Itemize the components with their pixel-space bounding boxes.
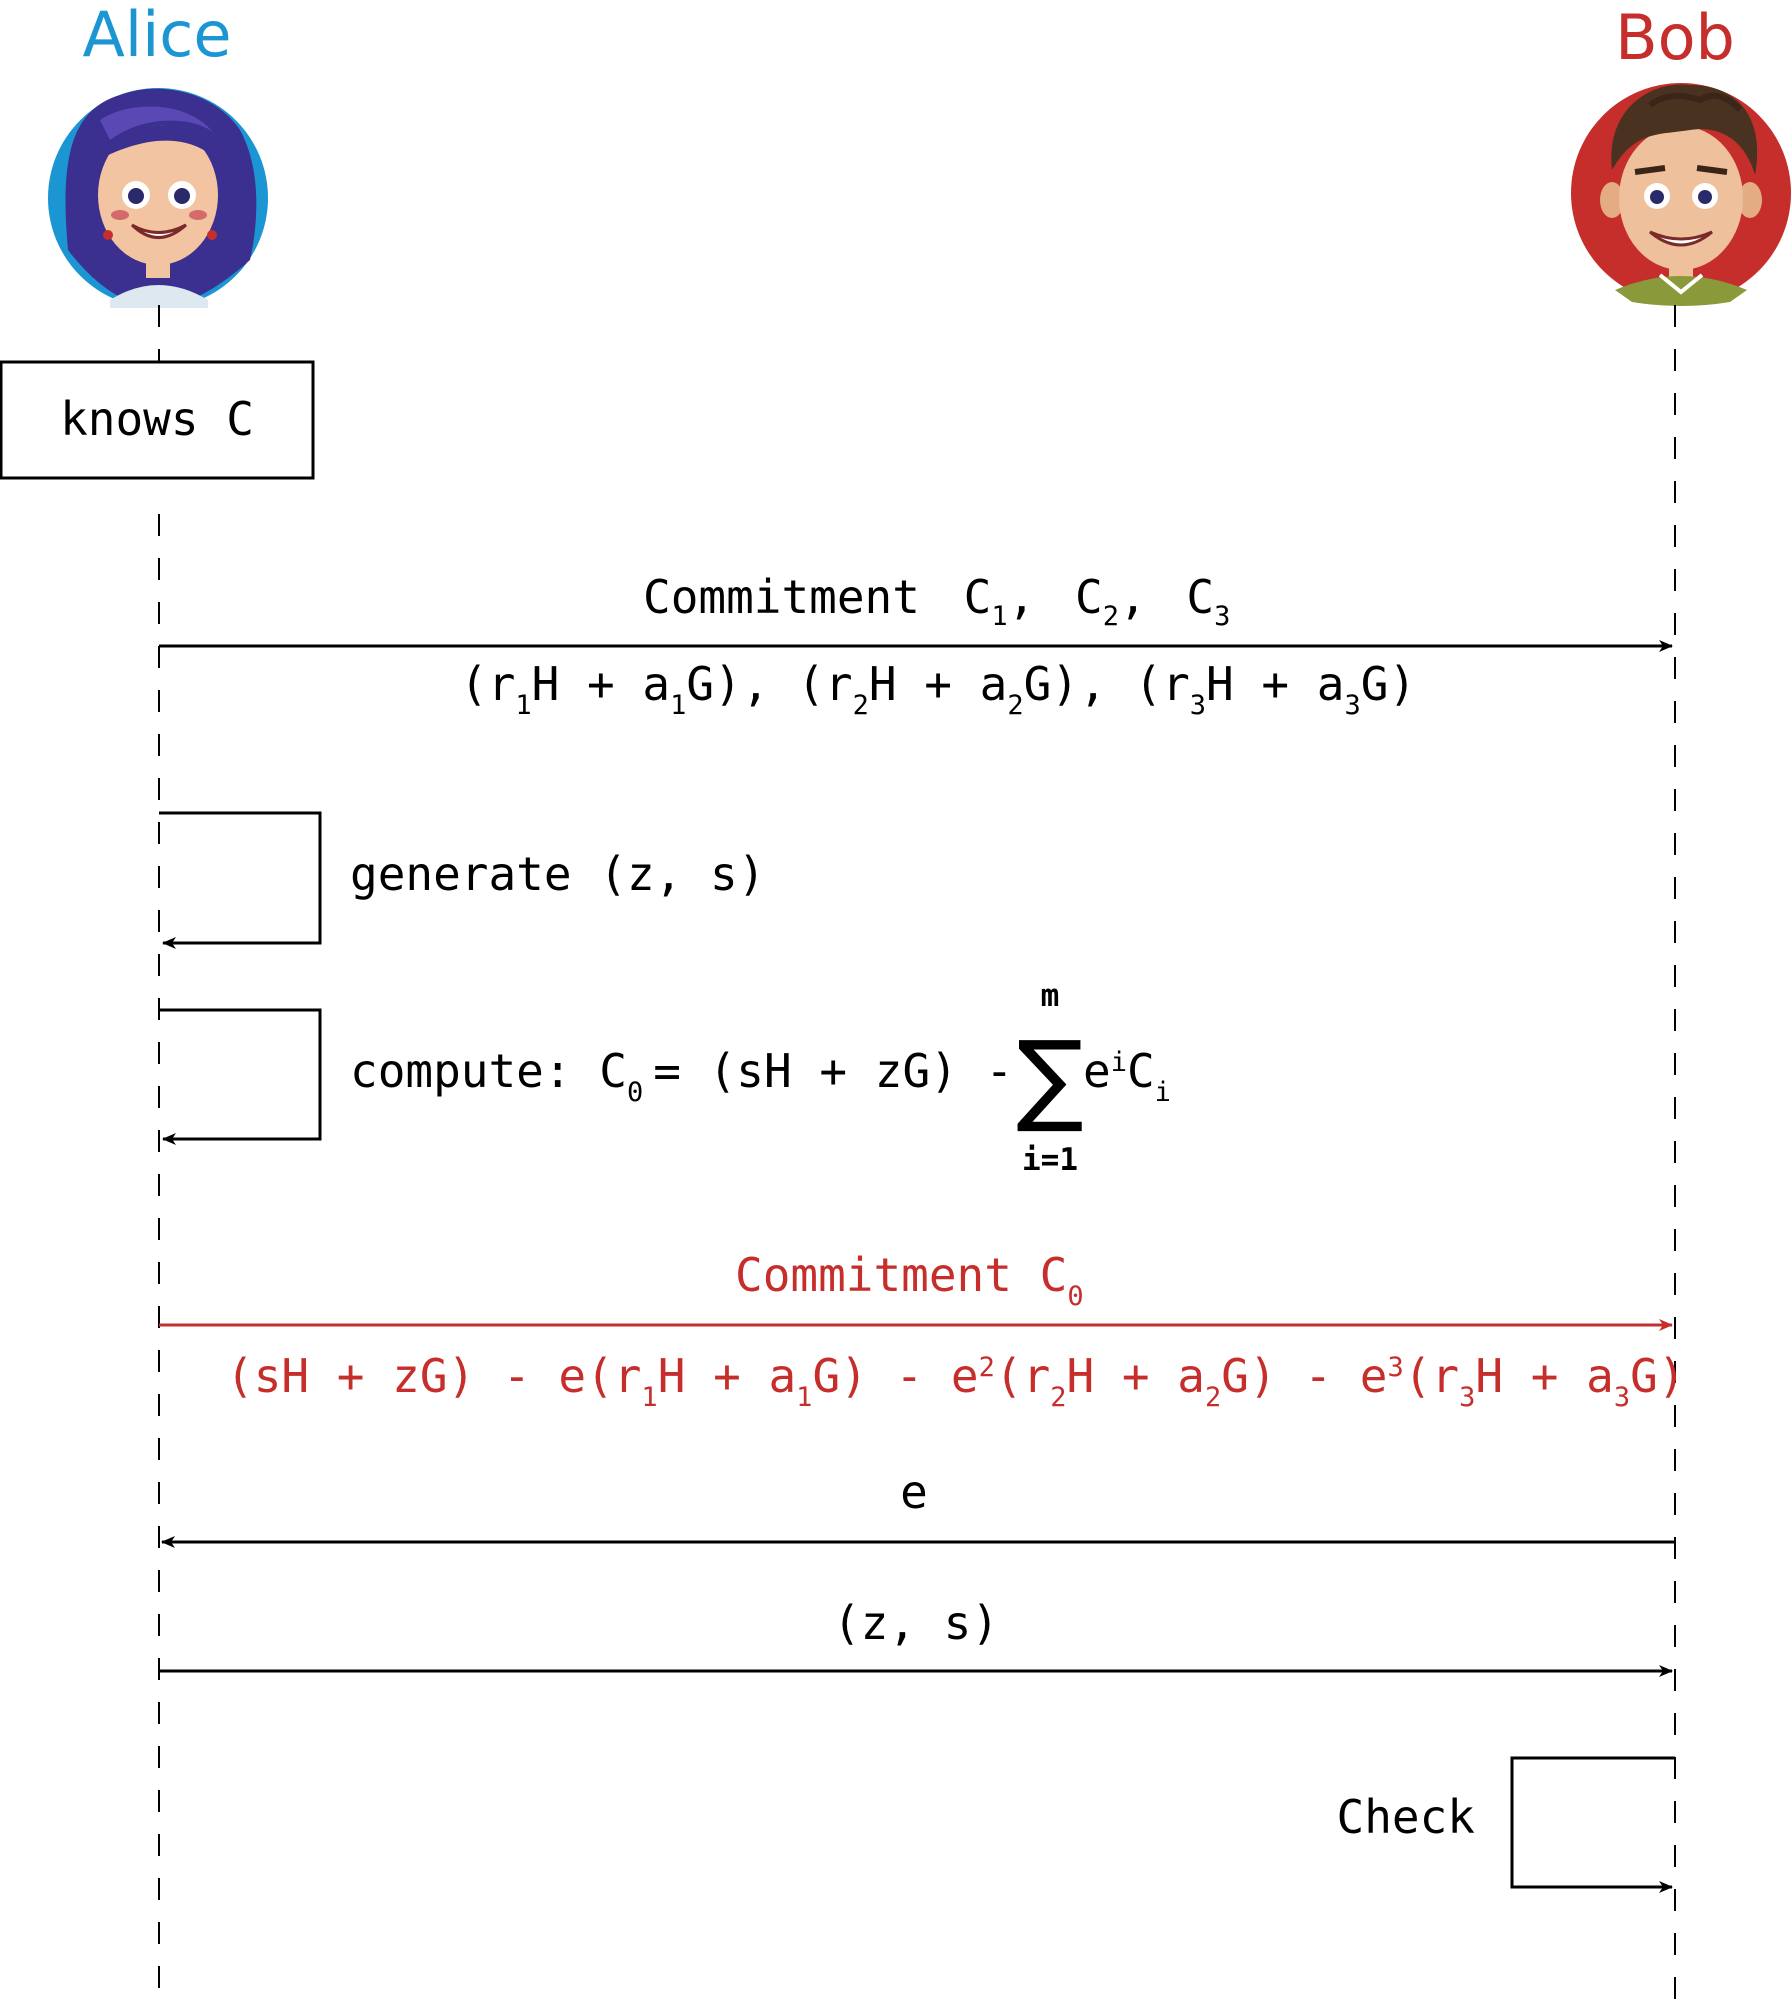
commitment-label: Commitment C1, C2, C3 (643, 570, 1230, 632)
commitment-expression: (r1H + a1G), (r2H + a2G), (r3H + a3G) (460, 657, 1416, 721)
sum-symbol: ∑ (1016, 1019, 1083, 1136)
knows-c-note (0, 360, 315, 480)
commitment-c0-label: Commitment C0 (735, 1248, 1084, 1312)
sum-upper-bound: m (1041, 978, 1060, 1014)
compute-loop (159, 1008, 322, 1145)
bob-avatar (1571, 83, 1791, 306)
challenge-label: e (900, 1465, 928, 1519)
commitment-c0-expression: (sH + zG) - e(r1H + a1G) - e2(r2H + a2G)… (226, 1349, 1686, 1413)
bob-name: Bob (1615, 1, 1735, 74)
knows-c-text: knows C (60, 392, 254, 446)
sum-lower-bound: i=1 (1022, 1142, 1078, 1178)
compute-label: compute: C0= (sH + zG) - (350, 1044, 1013, 1108)
check-loop (1510, 1756, 1675, 1893)
response-label: (z, s) (833, 1596, 999, 1650)
generate-label: generate (z, s) (350, 847, 765, 901)
sum-term: eiCi (1083, 1044, 1171, 1108)
alice-avatar (48, 88, 268, 309)
generate-loop (159, 811, 322, 949)
check-label: Check (1337, 1790, 1475, 1844)
alice-name: Alice (82, 0, 231, 71)
